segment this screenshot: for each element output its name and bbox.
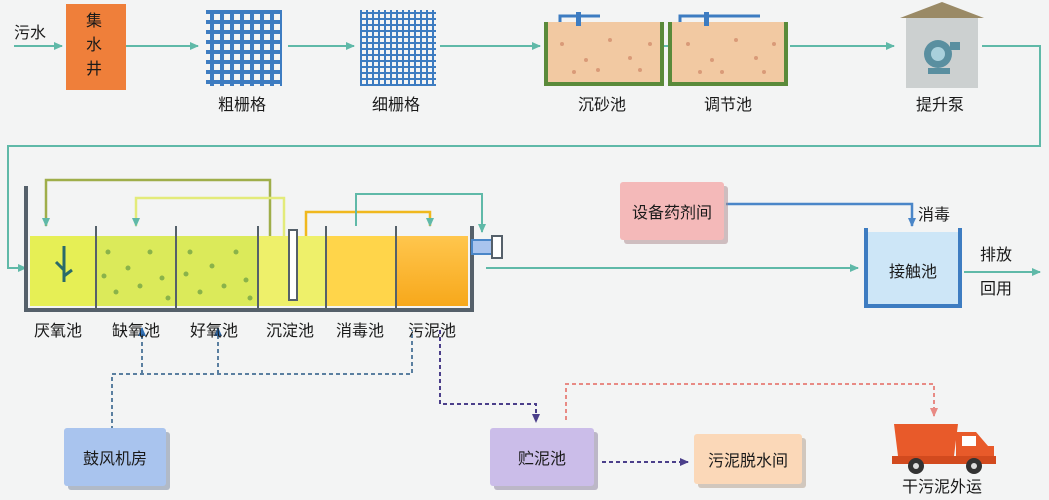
inlet-label: 污水 (14, 23, 47, 42)
discharge-label: 排放 (980, 245, 1013, 264)
aerobic-tank-label: 好氧池 (190, 321, 239, 340)
fine-screen-label: 细栅格 (372, 95, 421, 114)
air-lines (111, 327, 413, 430)
sedimentation-tank-label: 沉淀池 (266, 321, 315, 340)
disinfect-line (726, 202, 916, 227)
collection-well (66, 4, 126, 90)
contact-tank-label: 接触池 (888, 262, 937, 281)
dewatering-to-truck (565, 383, 938, 420)
disinfect-label: 消毒 (918, 205, 951, 224)
dewatering-room-box (694, 434, 802, 484)
sludge-tank-label: 污泥池 (408, 321, 457, 340)
equalization-tank-icon (668, 12, 788, 86)
coarse-screen-icon (206, 10, 282, 86)
blower-room-label: 鼓风机房 (82, 449, 147, 468)
chemical-room-label: 设备药剂间 (631, 203, 712, 222)
chemical-room-box (620, 182, 724, 240)
grit-chamber-label: 沉砂池 (578, 95, 627, 114)
coarse-screen-label: 粗栅格 (218, 95, 267, 114)
sludge-storage-label: 贮泥池 (517, 449, 566, 468)
grit-chamber-icon (544, 12, 664, 86)
sludge-line (439, 330, 540, 423)
lift-pump-label: 提升泵 (916, 95, 965, 114)
collection-well-char-2: 水 (86, 35, 103, 54)
anoxic-tank-label: 缺氧池 (112, 321, 161, 340)
lift-pump-icon (900, 2, 984, 88)
fine-screen-icon (360, 10, 436, 86)
blower-room-box (64, 428, 166, 486)
anaerobic-tank-label: 厌氧池 (34, 321, 83, 340)
dry-sludge-out-label: 干污泥外运 (902, 477, 983, 496)
reuse-label: 回用 (980, 279, 1013, 298)
dewatering-room-label: 污泥脱水间 (707, 451, 788, 470)
truck-icon (892, 424, 996, 474)
collection-well-char-1: 集 (86, 11, 103, 30)
top-flow-lines (7, 42, 1041, 272)
contact-tank-icon (864, 228, 962, 308)
disinfection-tank-label: 消毒池 (336, 321, 385, 340)
equalization-tank-label: 调节池 (704, 95, 753, 114)
treatment-tanks (24, 178, 503, 312)
collection-well-char-3: 井 (86, 59, 103, 78)
sludge-storage-box (490, 428, 594, 486)
